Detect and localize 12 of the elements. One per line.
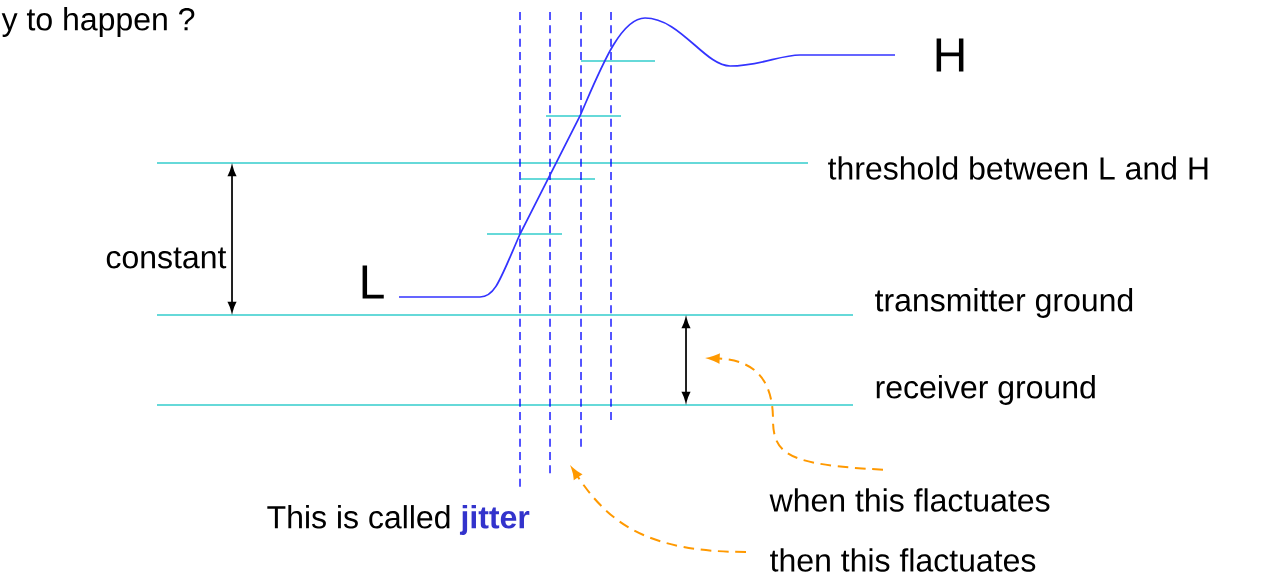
- annotation-text: when this flactuates: [769, 488, 1050, 512]
- label: receiver ground: [876, 375, 1095, 405]
- label: constant: [106, 247, 227, 269]
- label: L: [362, 265, 384, 299]
- label: y to happen ?: [1, 7, 195, 37]
- label: This is called jitter: [267, 505, 530, 535]
- label: threshold between L and H: [828, 156, 1208, 180]
- label: transmitter ground: [875, 288, 1133, 318]
- label: H: [936, 38, 964, 72]
- arrow: [571, 467, 747, 553]
- arrow: [708, 354, 884, 471]
- annotation-text: then this flactuates: [770, 548, 1036, 572]
